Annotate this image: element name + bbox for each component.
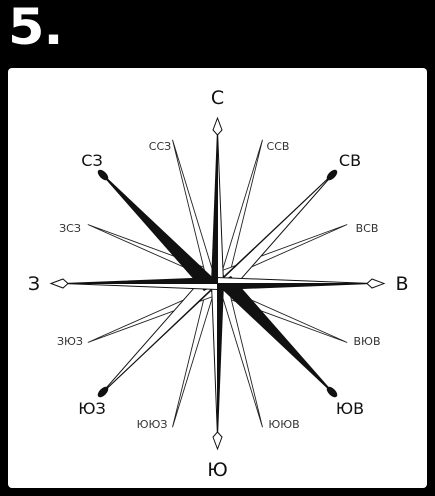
ray-s-dark [218, 284, 224, 438]
label-east: В [395, 273, 408, 295]
ray-e-dark [218, 284, 373, 290]
label-nnw: ССЗ [149, 140, 171, 153]
label-west: З [28, 273, 40, 295]
step-number: 5. [8, 2, 62, 52]
ray-s-light [212, 284, 218, 438]
tip-w [51, 279, 68, 288]
tip-s [213, 432, 222, 449]
label-wnw: ЗСЗ [59, 222, 81, 235]
compass-rose-panel: С В Ю З СВ ЮВ ЮЗ СЗ ССВ ВСВ ВЮВ ЮЮВ ЮЮЗ … [8, 68, 427, 488]
label-ene: ВСВ [356, 222, 379, 235]
tip-ne [326, 169, 339, 182]
label-ese: ВЮВ [354, 335, 381, 348]
ray-w-light [63, 284, 218, 290]
label-sse: ЮЮВ [268, 418, 299, 431]
label-nne: ССВ [267, 140, 290, 153]
label-northeast: СВ [339, 151, 361, 170]
label-northwest: СЗ [81, 151, 102, 170]
label-north: С [211, 87, 224, 109]
label-southwest: ЮЗ [78, 399, 106, 418]
label-ssw: ЮЮЗ [137, 418, 168, 431]
tip-se [326, 386, 339, 399]
ray-e-light [218, 278, 373, 284]
ray-n-light [218, 130, 224, 284]
tip-e [367, 279, 384, 288]
tip-sw [97, 386, 110, 399]
tip-nw [97, 169, 110, 182]
ray-n-dark [212, 130, 218, 284]
compass-rose: С В Ю З СВ ЮВ ЮЗ СЗ ССВ ВСВ ВЮВ ЮЮВ ЮЮЗ … [8, 68, 427, 488]
label-southeast: ЮВ [336, 399, 364, 418]
tip-n [213, 118, 222, 135]
label-wsw: ЗЮЗ [57, 335, 83, 348]
ray-w-dark [63, 278, 218, 284]
label-south: Ю [207, 459, 228, 481]
